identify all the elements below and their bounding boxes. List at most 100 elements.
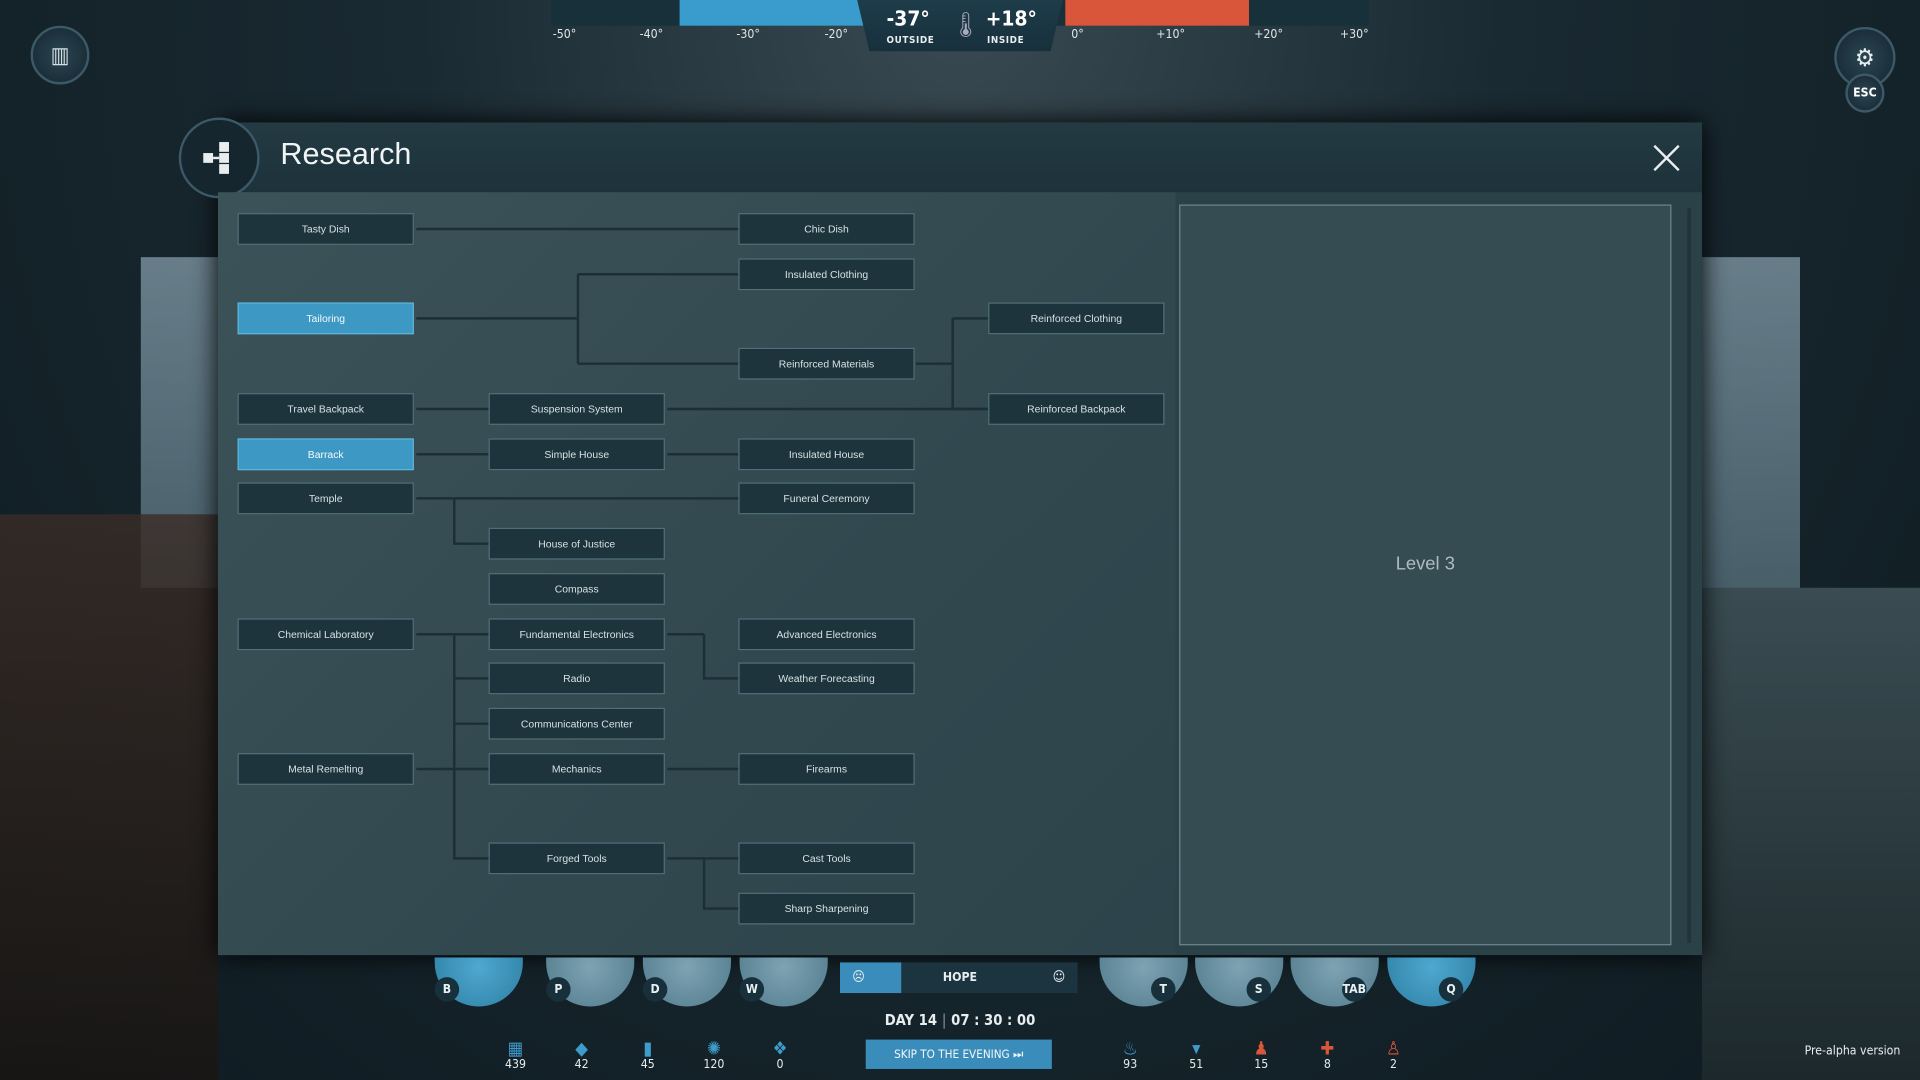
scale-label: +20°: [1254, 28, 1283, 42]
resource-counter: ▦439: [491, 1038, 540, 1071]
hotkey-label: B: [434, 977, 460, 1002]
food-ration-icon: ▾: [1192, 1037, 1201, 1060]
day-label: DAY 14: [884, 1011, 938, 1029]
research-node-insulated-clothing[interactable]: Insulated Clothing: [738, 258, 915, 291]
outside-label: OUTSIDE: [886, 34, 935, 46]
population-counter: ✚8: [1303, 1038, 1352, 1071]
research-node-advanced-electronics[interactable]: Advanced Electronics: [738, 618, 915, 651]
research-node-tasty-dish[interactable]: Tasty Dish: [237, 213, 414, 245]
scale-label: +30°: [1339, 28, 1369, 42]
research-node-fundamental-electronics[interactable]: Fundamental Electronics: [488, 618, 665, 651]
cores-icon: ❖: [772, 1037, 788, 1060]
research-node-metal-remelting[interactable]: Metal Remelting: [237, 753, 414, 785]
research-detail-pane: Level 3: [1179, 204, 1672, 946]
resource-counter: ▮45: [623, 1038, 672, 1071]
warm-fill: [1065, 0, 1249, 26]
research-node-suspension-system[interactable]: Suspension System: [488, 393, 665, 425]
gear-icon: ⚙: [1855, 42, 1875, 73]
research-node-tailoring[interactable]: Tailoring: [237, 302, 414, 335]
research-node-chic-dish[interactable]: Chic Dish: [738, 213, 915, 245]
hotkey-label: D: [642, 977, 668, 1002]
resource-value: 8: [1323, 1057, 1331, 1072]
coal-icon: ▦: [507, 1037, 524, 1060]
research-node-house-of-justice[interactable]: House of Justice: [488, 527, 665, 560]
day-time: DAY 14 | 07 : 30 : 00: [884, 1011, 1036, 1029]
research-node-funeral-ceremony[interactable]: Funeral Ceremony: [738, 482, 915, 515]
resource-counter: ✺120: [689, 1038, 738, 1071]
resource-value: 0: [776, 1057, 784, 1072]
resource-value: 120: [703, 1057, 725, 1072]
research-node-firearms[interactable]: Firearms: [738, 753, 915, 785]
population-counter: ♟15: [1237, 1038, 1286, 1071]
elder-icon: ♙: [1386, 1037, 1401, 1060]
research-node-mechanics[interactable]: Mechanics: [488, 753, 665, 785]
research-node-simple-house[interactable]: Simple House: [488, 438, 665, 471]
hope-meter: ☹ HOPE ☺: [840, 962, 1078, 994]
resource-value: 93: [1123, 1057, 1138, 1072]
scale-label: +10°: [1156, 28, 1185, 42]
journal-button[interactable]: ▥: [30, 25, 90, 85]
cold-fill: [679, 0, 888, 26]
people-icon: ♟: [1253, 1037, 1269, 1060]
inside-label: INSIDE: [986, 34, 1025, 46]
research-node-insulated-house[interactable]: Insulated House: [738, 438, 915, 471]
resource-value: 51: [1189, 1057, 1204, 1072]
thermometer-icon: 🌡: [950, 9, 982, 40]
research-node-reinforced-backpack[interactable]: Reinforced Backpack: [988, 393, 1165, 425]
hotkey-label: P: [546, 977, 571, 1002]
hope-label: HOPE: [942, 971, 978, 985]
level-label: Level 3: [1395, 553, 1455, 575]
resource-value: 15: [1254, 1057, 1269, 1072]
research-node-barrack[interactable]: Barrack: [237, 438, 414, 471]
hotkey-label: T: [1151, 977, 1176, 1002]
resource-value: 45: [640, 1057, 655, 1072]
control-panel: [1702, 587, 1920, 1080]
research-node-sharp-sharpening[interactable]: Sharp Sharpening: [738, 892, 915, 925]
wood-icon: ◆: [575, 1037, 588, 1060]
population-counter: ♨93: [1106, 1038, 1155, 1071]
version-label: Pre-alpha version: [1804, 1044, 1901, 1058]
research-node-reinforced-materials[interactable]: Reinforced Materials: [738, 347, 915, 380]
window-right: [1702, 257, 1801, 601]
research-node-travel-backpack[interactable]: Travel Backpack: [237, 393, 414, 425]
hotkey-button-right-0[interactable]: [1099, 957, 1188, 1007]
hotkey-button-right-1[interactable]: [1195, 957, 1284, 1007]
skip-to-evening-button[interactable]: SKIP TO THE EVENING ⏭: [865, 1039, 1052, 1069]
hotkey-label: Q: [1438, 977, 1464, 1002]
research-node-temple[interactable]: Temple: [237, 482, 414, 515]
research-node-reinforced-clothing[interactable]: Reinforced Clothing: [988, 302, 1165, 335]
parts-icon: ✺: [706, 1037, 721, 1060]
panel-header: Research: [178, 117, 1703, 199]
scrollbar[interactable]: [1687, 208, 1692, 943]
scale-label: -50°: [552, 28, 577, 42]
clock: 07 : 30 : 00: [951, 1011, 1036, 1029]
hotkey-button-right-3[interactable]: [1387, 957, 1476, 1007]
luggage-left: [0, 514, 218, 1080]
outside-temp: -37°: [886, 7, 930, 32]
resource-counter: ◆42: [557, 1038, 606, 1071]
research-node-cast-tools[interactable]: Cast Tools: [738, 842, 915, 875]
esc-button[interactable]: ESC: [1845, 73, 1885, 113]
research-node-chemical-laboratory[interactable]: Chemical Laboratory: [237, 618, 414, 651]
tree-connectors: [416, 227, 989, 910]
resource-value: 42: [574, 1057, 589, 1072]
scale-label: 0°: [1071, 28, 1084, 42]
research-node-weather-forecasting[interactable]: Weather Forecasting: [738, 662, 915, 695]
resource-value: 2: [1389, 1057, 1397, 1072]
population-counter: ♙2: [1369, 1038, 1418, 1071]
sick-icon: ✚: [1320, 1037, 1335, 1060]
research-node-compass[interactable]: Compass: [488, 573, 665, 605]
close-icon[interactable]: [1652, 143, 1681, 172]
research-node-forged-tools[interactable]: Forged Tools: [488, 842, 665, 875]
research-node-radio[interactable]: Radio: [488, 662, 665, 695]
research-node-communications-center[interactable]: Communications Center: [488, 707, 665, 740]
sad-face-icon: ☹: [852, 968, 865, 985]
inside-temp: +18°: [985, 7, 1037, 32]
research-tree-icon: [178, 117, 260, 199]
hotkey-label: TAB: [1342, 977, 1367, 1002]
population-counter: ▾51: [1172, 1038, 1221, 1071]
steel-icon: ▮: [643, 1037, 653, 1060]
